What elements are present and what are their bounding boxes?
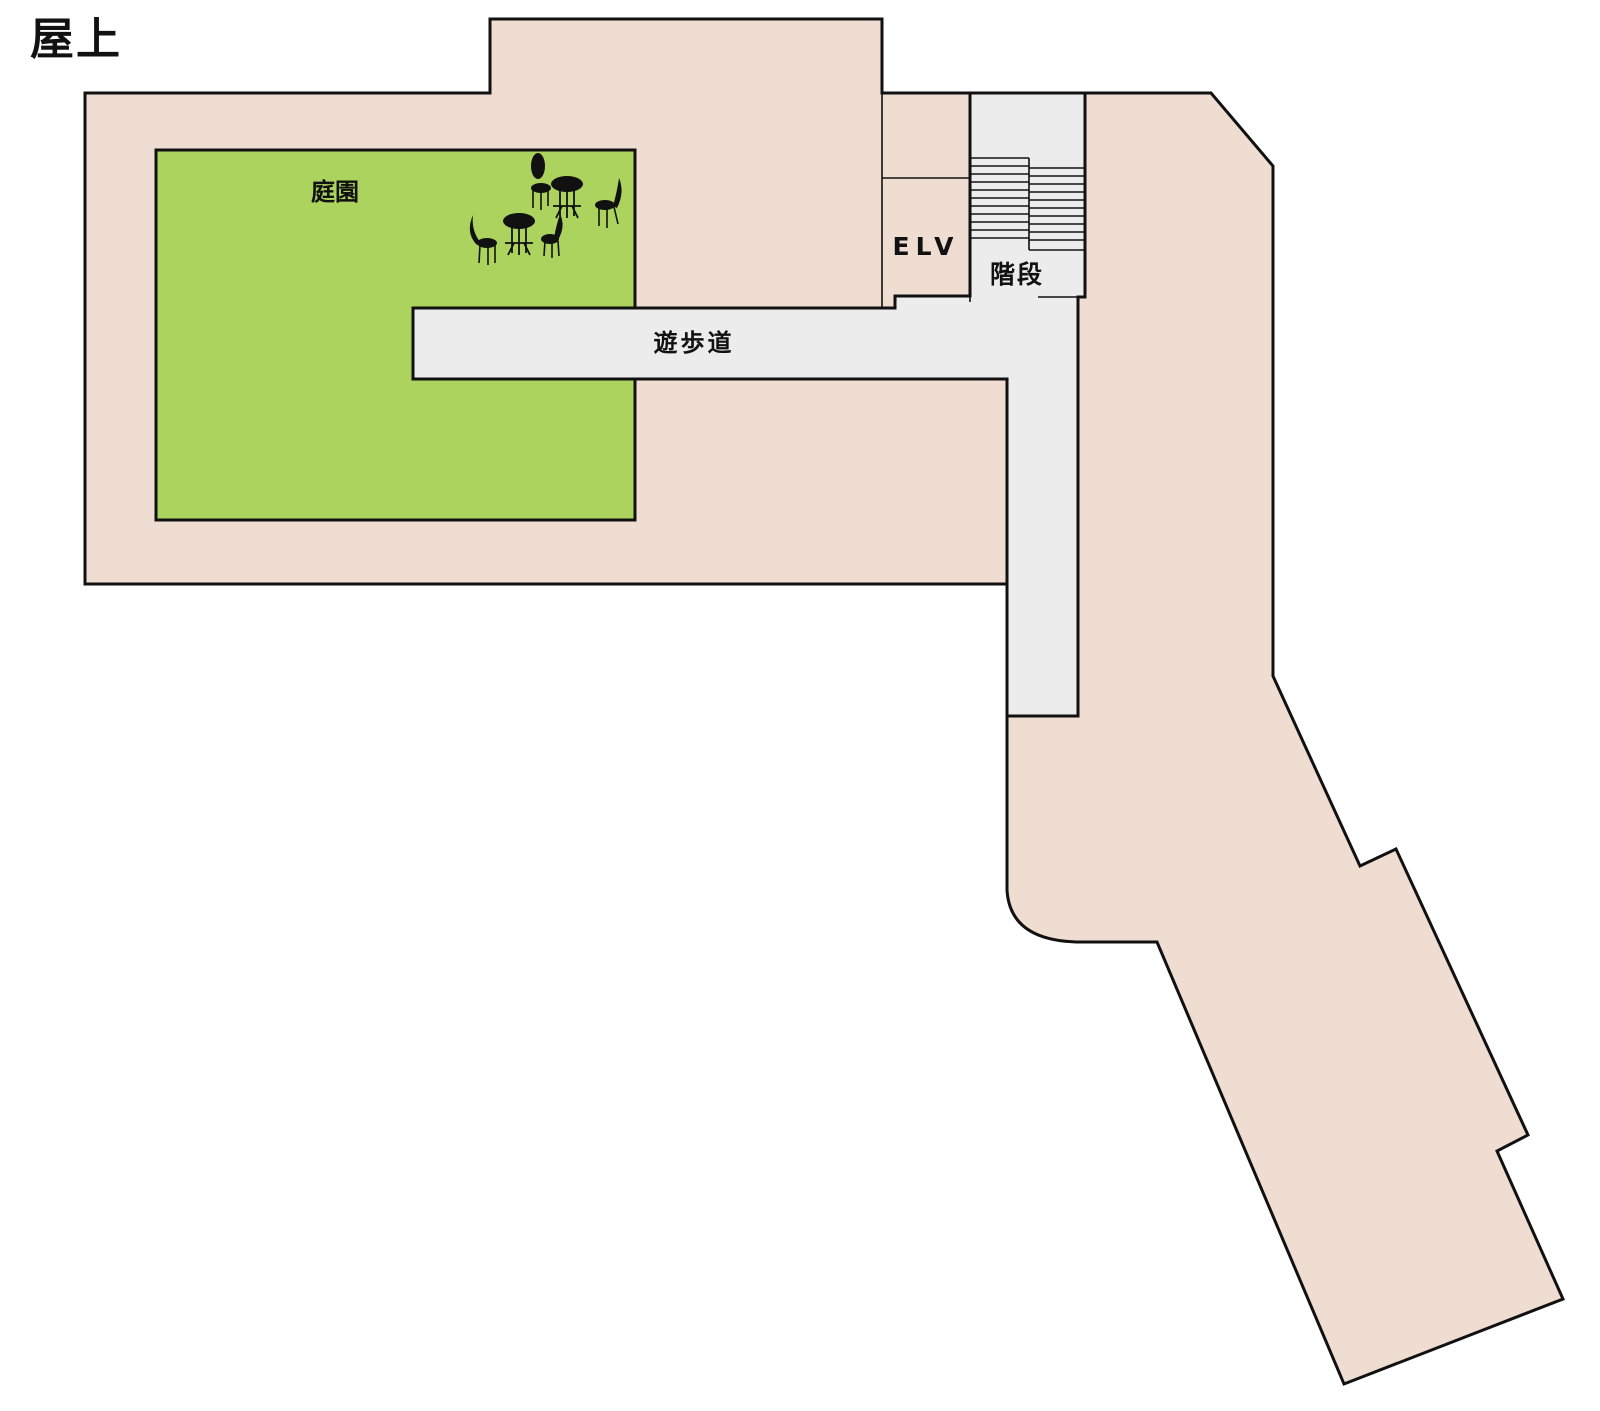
walkway-label: 遊歩道: [654, 329, 735, 357]
floor-title: 屋上: [30, 14, 122, 65]
stairs-treads: [970, 157, 1085, 298]
garden-label: 庭園: [311, 178, 359, 206]
elevator-label: ELV: [893, 232, 960, 261]
stairs-label: 階段: [990, 260, 1044, 289]
cafe-table-chair-icon: [469, 153, 622, 265]
elevator-door-jamb: [894, 295, 970, 308]
